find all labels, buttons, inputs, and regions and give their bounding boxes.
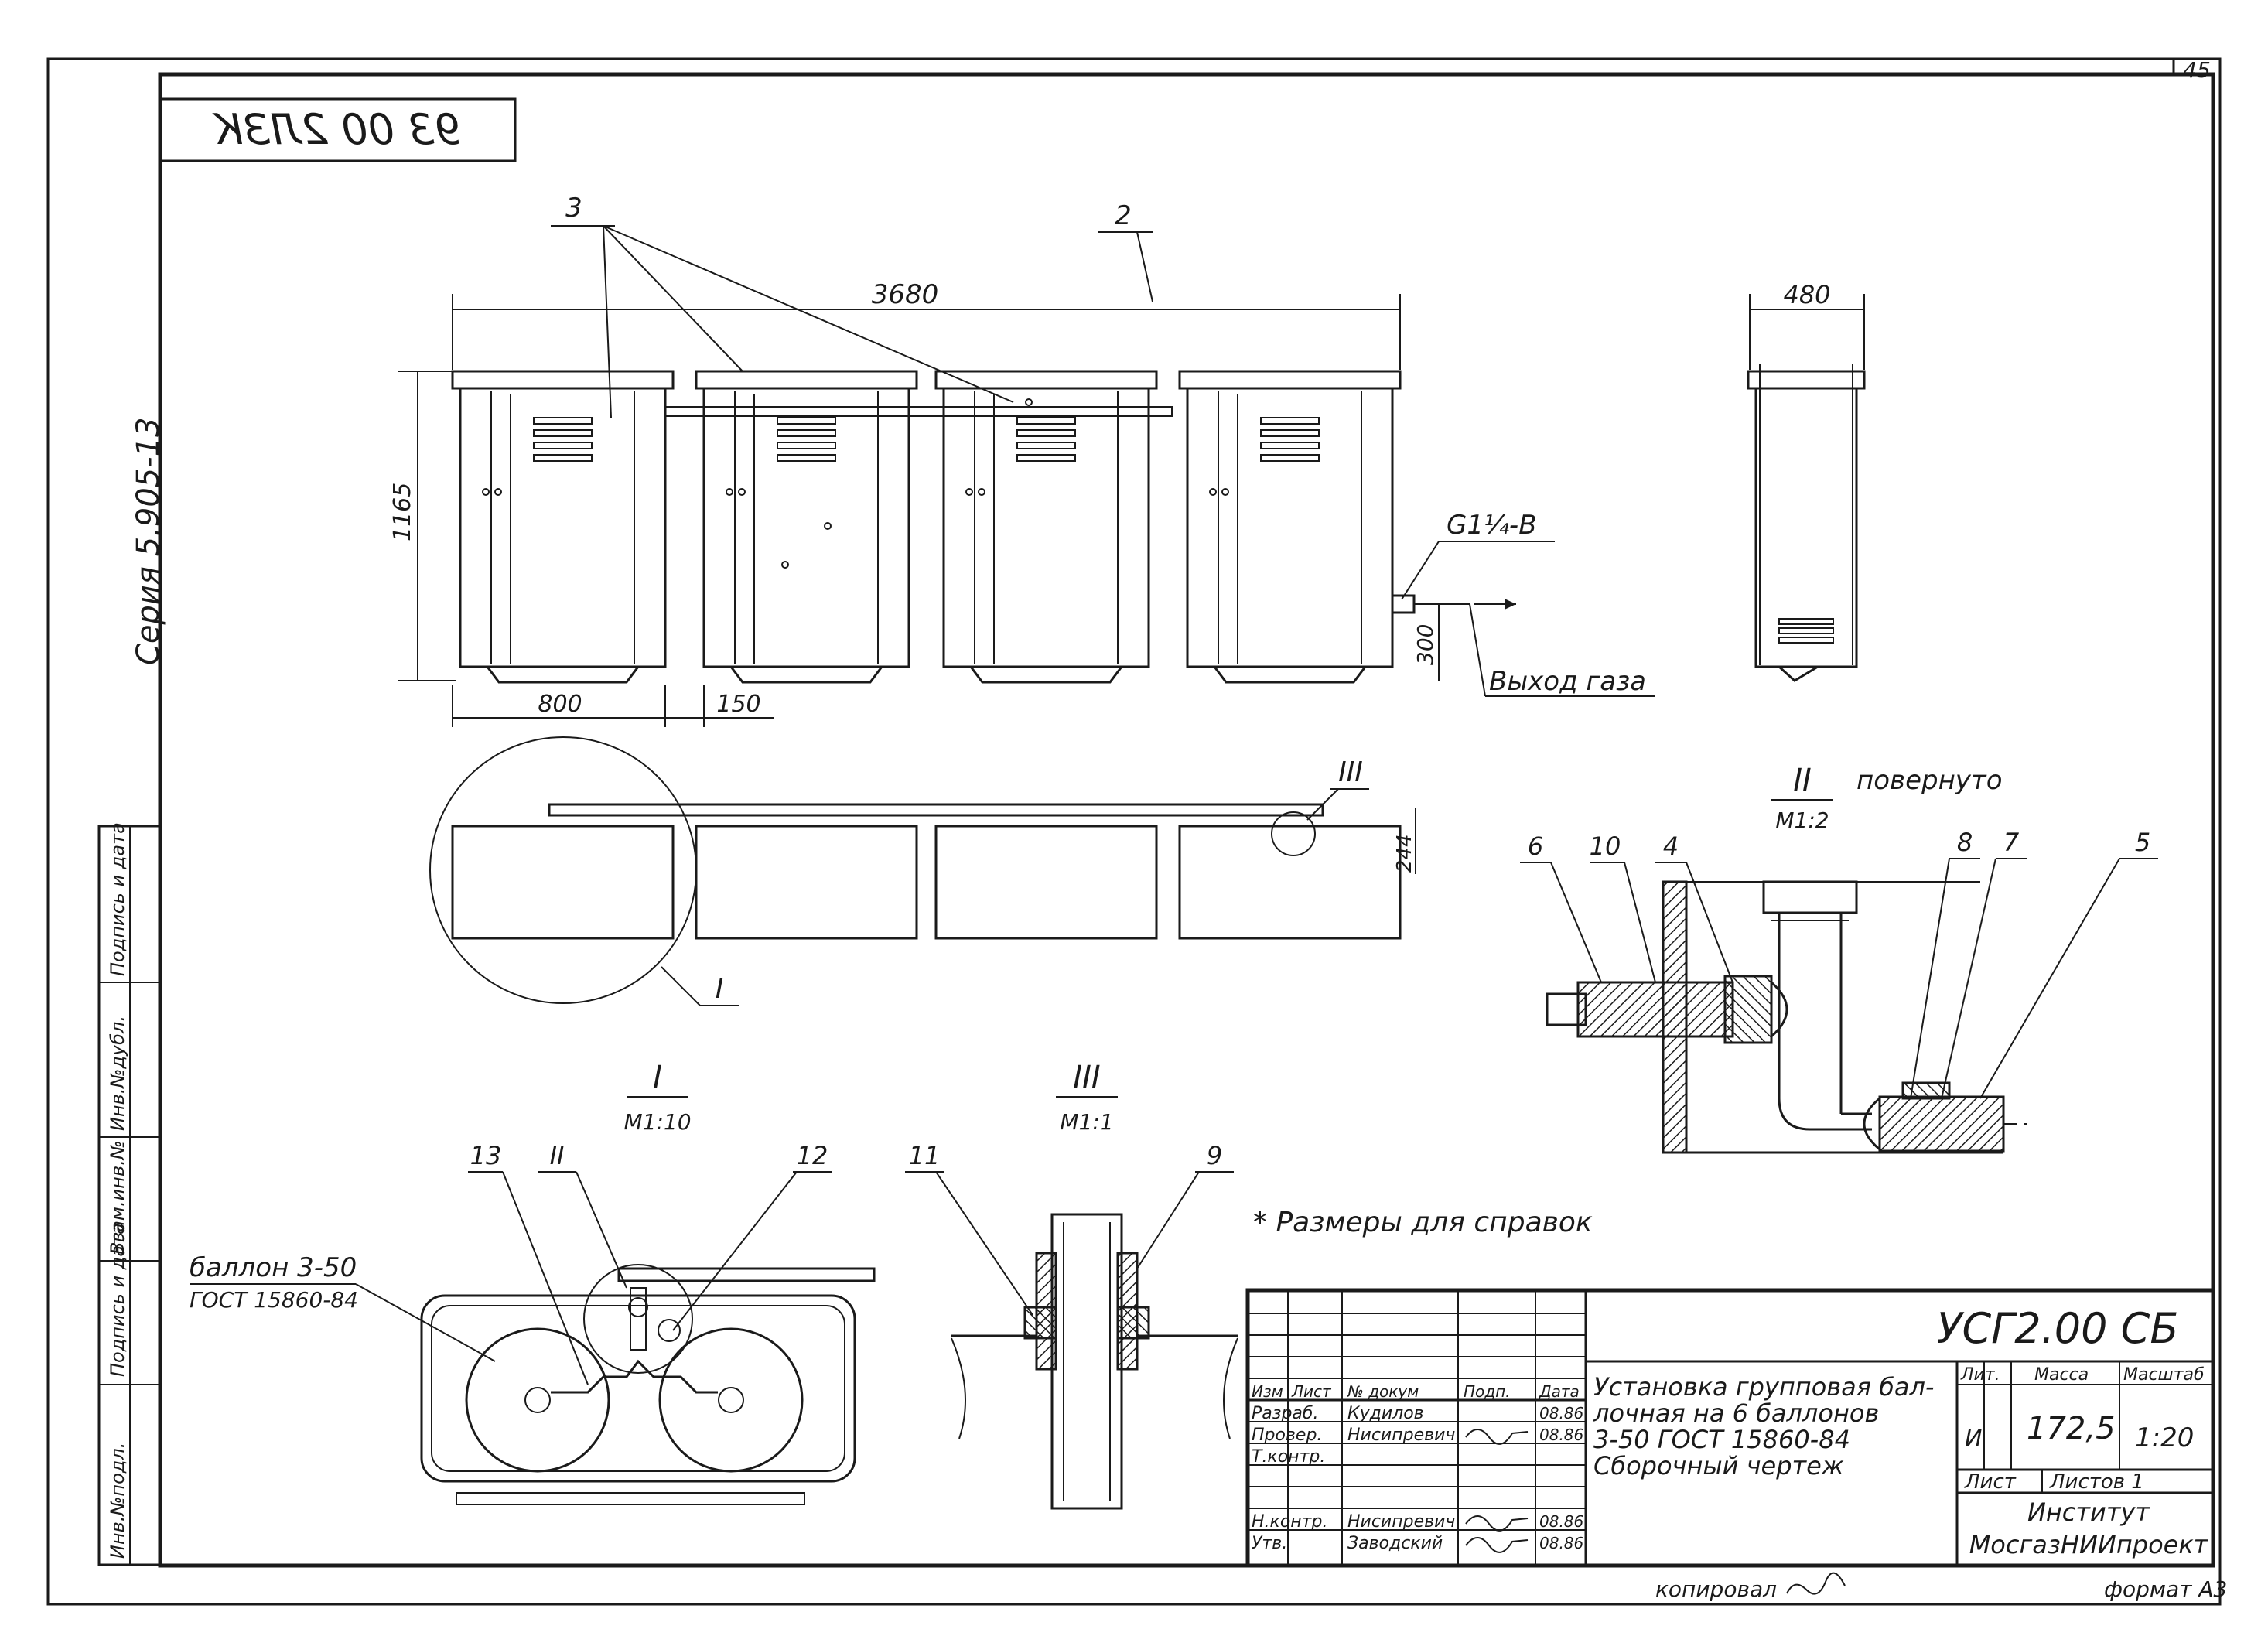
tb-date-5: 08.86 — [1539, 1534, 1583, 1552]
cabinet-2 — [695, 370, 918, 684]
tb-date-2: 08.86 — [1539, 1426, 1583, 1444]
callout-item-3: 3 — [565, 193, 582, 224]
format-label: формат А3 — [2104, 1576, 2227, 1602]
detail-II-subtitle: повернуто — [1856, 765, 2003, 796]
detail-II-item-6: 6 — [1528, 832, 1543, 861]
dim-overall-length: 3680 — [872, 279, 939, 310]
view-I-marker: I — [716, 973, 724, 1005]
dim-gap: 150 — [716, 691, 760, 718]
title-block: Изм Лист № докум Подп. Дата Разраб. Куди… — [1245, 1288, 2215, 1568]
tb-header-date: Дата — [1539, 1382, 1580, 1401]
dim-height: 1165 — [389, 483, 416, 541]
tb-date-1: 08.86 — [1539, 1404, 1583, 1422]
detail-III-item-11: 11 — [909, 1141, 941, 1170]
tb-scale-label: Масштаб — [2123, 1365, 2205, 1385]
side-view: 480 — [1747, 280, 1866, 682]
detail-I-item-12: 12 — [797, 1141, 828, 1170]
tb-name-5: Заводский — [1347, 1534, 1443, 1553]
tb-name-4: Нисипревич — [1347, 1512, 1455, 1532]
reference-note: * Размеры для справок — [1253, 1207, 1593, 1238]
tb-header-doc: № докум — [1347, 1382, 1419, 1401]
tb-sheet-label: Лист — [1964, 1470, 2017, 1494]
detail-I-item-13: 13 — [470, 1141, 502, 1170]
tb-name-2: Нисипревич — [1347, 1426, 1455, 1445]
tb-sheets-label: Листов 1 — [2049, 1470, 2144, 1494]
detail-II-item-10: 10 — [1590, 832, 1621, 861]
detail-II-item-4: 4 — [1663, 832, 1679, 861]
tb-org-line2: МосгазНИИпроект — [1969, 1530, 2209, 1559]
tb-mass-label: Масса — [2034, 1365, 2089, 1385]
detail-II-item-8: 8 — [1957, 828, 1973, 857]
detail-II-title: II — [1793, 763, 1812, 798]
page-number: 45 — [2183, 57, 2211, 83]
detail-I-scale: М1:10 — [623, 1109, 691, 1135]
drawing-frame — [46, 57, 2222, 1606]
cabinet-1 — [451, 370, 675, 684]
series-label: Серия 5.905-13 — [131, 417, 166, 665]
dim-outlet-height: 300 — [1412, 624, 1438, 665]
strip-label-5: Подпись и дата — [107, 822, 128, 976]
tb-header-izm: Изм — [1252, 1382, 1283, 1401]
tb-lit-value: И — [1965, 1426, 1982, 1453]
detail-I: I М1:10 13 II 12 баллон 3-50 ГОСТ 15860-… — [190, 1060, 876, 1505]
thread-label: G1¼-B — [1447, 510, 1537, 541]
copied-by-label: копировал — [1655, 1576, 1777, 1602]
dim-side-depth: 480 — [1783, 280, 1830, 309]
detail-III-title: III — [1073, 1060, 1100, 1095]
strip-label-4: Инв.№дубл. — [107, 1016, 128, 1131]
view-III-marker: III — [1338, 756, 1363, 788]
detail-III-scale: М1:1 — [1060, 1109, 1113, 1135]
dim-cabinet-width: 800 — [538, 691, 582, 718]
tb-mass-value: 172,5 — [2027, 1411, 2116, 1446]
tb-role-5: Утв. — [1252, 1534, 1287, 1553]
cylinder-label: баллон 3-50 — [190, 1252, 357, 1283]
tb-org-line1: Институт — [2027, 1498, 2150, 1527]
tb-name-line-1: Установка групповая бал- — [1593, 1372, 1935, 1402]
strip-label-3: Взам.инв.№ — [107, 1140, 128, 1255]
cabinet-4 — [1178, 370, 1470, 684]
detail-II-item-7: 7 — [2003, 828, 2020, 857]
plan-view: 244 III I — [429, 736, 1416, 1006]
tb-lit-label: Лит. — [1960, 1365, 2000, 1385]
tb-date-4: 08.86 — [1539, 1512, 1583, 1531]
detail-II-scale: М1:2 — [1775, 808, 1829, 833]
tb-scale-value: 1:20 — [2135, 1422, 2194, 1453]
detail-III-item-9: 9 — [1207, 1141, 1222, 1170]
top-code-box: 93 00 2ЛЗК — [158, 97, 517, 162]
tb-name-line-4: Сборочный чертеж — [1593, 1451, 1844, 1480]
dim-plan-depth: 244 — [1393, 834, 1416, 873]
tb-role-4: Н.контр. — [1252, 1512, 1327, 1532]
front-view: 3680 1165 800 150 300 3 2 G1¼-B — [389, 193, 1655, 727]
detail-I-title: I — [653, 1060, 662, 1095]
left-strip: Инв.№подл. Подпись и дата Взам.инв.№ Инв… — [97, 822, 162, 1566]
tb-role-3: Т.контр. — [1252, 1447, 1325, 1467]
tb-designation: УСГ2.00 СБ — [1937, 1304, 2179, 1353]
tb-role-1: Разраб. — [1252, 1404, 1318, 1423]
tb-role-2: Провер. — [1252, 1426, 1322, 1445]
strip-label-1: Инв.№подл. — [107, 1443, 128, 1559]
detail-II: II М1:2 повернуто 6 10 4 8 — [1520, 763, 2158, 1154]
tb-header-sign: Подп. — [1464, 1382, 1511, 1401]
tb-name-1: Кудилов — [1347, 1404, 1424, 1423]
detail-II-item-5: 5 — [2135, 828, 2150, 857]
cylinder-standard: ГОСТ 15860-84 — [190, 1287, 358, 1313]
callout-item-2: 2 — [1115, 200, 1132, 231]
cabinet-3 — [934, 370, 1158, 684]
top-code: 93 00 2ЛЗК — [212, 105, 461, 154]
tb-header-list: Лист — [1291, 1382, 1332, 1401]
detail-III: III М1:1 11 9 — [905, 1060, 1238, 1510]
detail-I-item-II: II — [550, 1141, 565, 1170]
tb-name-line-2: лочная на 6 баллонов — [1593, 1398, 1879, 1428]
tb-name-line-3: 3-50 ГОСТ 15860-84 — [1593, 1425, 1850, 1454]
strip-label-2: Подпись и дата — [107, 1223, 128, 1377]
gas-outlet-label: Выход газа — [1489, 666, 1646, 697]
